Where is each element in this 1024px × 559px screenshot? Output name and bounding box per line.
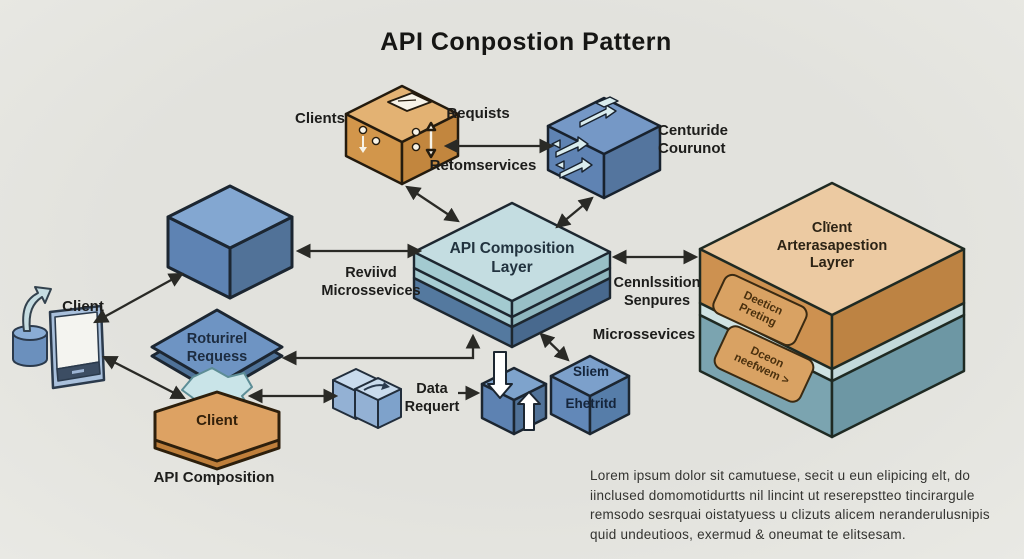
request-diamond-label: Roturirel Requess bbox=[186, 331, 248, 365]
clients-cube bbox=[344, 84, 460, 186]
centuride-label: Centuride Courunot bbox=[658, 122, 729, 158]
arrow-tablet-hexagon bbox=[102, 355, 186, 400]
sync-icon bbox=[411, 121, 437, 159]
data-requert-label: Data Requert bbox=[404, 381, 460, 415]
reviivd-microssevices-label: Reviivd Microssevices bbox=[321, 265, 421, 299]
arrow-clients-platform bbox=[405, 185, 460, 223]
left-microservice-cube bbox=[166, 184, 294, 300]
down-arrow-icon bbox=[487, 351, 513, 399]
up-arrow-icon bbox=[517, 391, 541, 431]
microssevices-label: Microssevices bbox=[592, 326, 696, 343]
cennlssition-senpures-label: Cennlssition Senpures bbox=[613, 275, 701, 309]
client-left-label: Client bbox=[62, 298, 104, 315]
workflow-icon bbox=[358, 125, 381, 153]
arrow-platform-sliem bbox=[539, 332, 570, 362]
transfer-cube bbox=[480, 351, 548, 436]
client-tablet bbox=[48, 304, 106, 390]
data-cube-pair bbox=[332, 368, 402, 429]
sliem-cube bbox=[549, 354, 631, 436]
arrow-centuride-platform bbox=[555, 196, 594, 229]
arrow-hexagon-platform-elbow bbox=[281, 333, 481, 366]
centuride-cube bbox=[546, 96, 662, 200]
lorem-paragraph: Lorem ipsum dolor sit camutuese, secit u… bbox=[590, 468, 990, 543]
client-curved-arrow-icon bbox=[22, 286, 52, 332]
returns-label: Retomservices bbox=[429, 157, 537, 174]
requests-label: Requists bbox=[446, 105, 510, 122]
arrow-tablet-leftcube bbox=[93, 272, 184, 324]
right-platform-label: Clïent Arterasapestion Layrer bbox=[776, 220, 888, 272]
client-hexagon-label: Client bbox=[196, 412, 238, 429]
client-hexagon bbox=[153, 390, 281, 471]
diagram-title: API Conpostion Pattern bbox=[380, 28, 672, 56]
arrow-glyph-icon bbox=[363, 382, 390, 391]
client-aggregation-platform bbox=[698, 181, 966, 439]
client-cylinder bbox=[12, 325, 48, 367]
api-composition-layer-label: API Composition Layer bbox=[449, 240, 575, 276]
document-icon bbox=[387, 92, 432, 112]
api-composition-caption: API Composition bbox=[153, 469, 275, 486]
sliem-top-label: Sliem bbox=[572, 364, 610, 379]
sliem-front-label: Ehetritd bbox=[565, 396, 617, 411]
sync-arrows-icon bbox=[551, 96, 619, 179]
clients-label: Clients bbox=[294, 110, 346, 127]
